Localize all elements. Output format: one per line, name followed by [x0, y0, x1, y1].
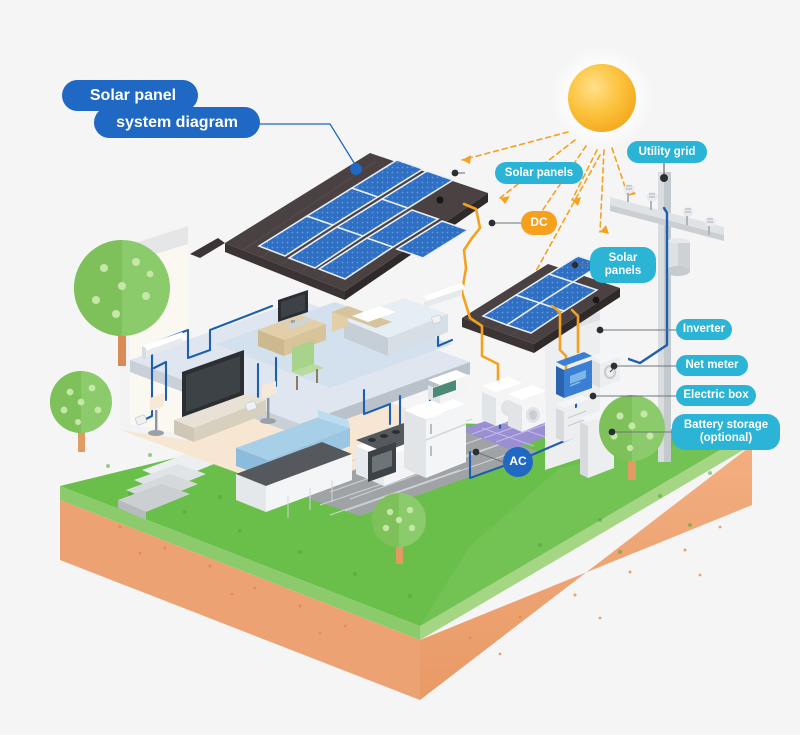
label-solar-panels-upper: Solar panels: [495, 162, 583, 184]
entry-steps: [118, 454, 214, 520]
inverter-unit: [556, 352, 592, 398]
upper-roof: [190, 153, 488, 300]
label-electric-box: Electric box: [676, 385, 756, 406]
leader-lines: [455, 172, 676, 463]
upper-roof-panel-array: [257, 159, 470, 280]
tree-right: [599, 395, 665, 480]
label-ac-badge: AC: [503, 447, 533, 477]
label-net-meter: Net meter: [676, 355, 748, 376]
kitchen-island: [236, 442, 352, 518]
tree-small-left: [50, 371, 112, 452]
title-leader: [260, 123, 362, 175]
label-dc-badge: DC: [521, 211, 557, 235]
label-utility-grid: Utility grid: [627, 141, 707, 163]
kitchen: [356, 370, 468, 486]
house: [120, 153, 628, 518]
leader-dots: [451, 169, 618, 456]
label-inverter: Inverter: [676, 319, 732, 340]
tree-large-left: [74, 240, 170, 366]
label-solar-panels-lower: Solar panels: [590, 247, 656, 283]
laundry: [482, 377, 546, 432]
tree-front: [372, 493, 426, 564]
bedroom: [258, 283, 466, 390]
sun: [550, 46, 654, 150]
trees: [50, 240, 665, 564]
equipment-group: [556, 349, 620, 478]
diagram-title-line2: system diagram: [94, 107, 260, 138]
diagram-title-line1: Solar panel: [62, 80, 198, 111]
label-battery-storage: Battery storage (optional): [672, 414, 780, 450]
